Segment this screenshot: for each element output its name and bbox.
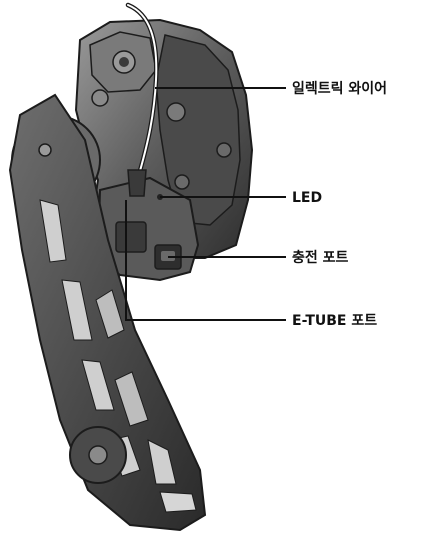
wire-connector (128, 170, 146, 196)
label-led: LED (292, 190, 322, 206)
mount-bolt-5 (217, 143, 231, 157)
mount-bolt-2 (92, 90, 108, 106)
mount-bolt-4 (175, 175, 189, 189)
callout-labels: 일렉트릭 와이어 LED 충전 포트 E-TUBE 포트 (292, 80, 387, 329)
mount-bolt-1-inner (119, 57, 129, 67)
rear-derailleur-illustration (10, 5, 252, 530)
label-e-tube-port: E-TUBE 포트 (292, 313, 377, 329)
e-tube-port (116, 222, 146, 252)
label-electric-wire: 일렉트릭 와이어 (292, 80, 387, 97)
tension-pulley-hub (89, 446, 107, 464)
mount-bolt-3 (167, 103, 185, 121)
label-charge-port: 충전 포트 (292, 249, 349, 266)
cage-pivot-bolt (39, 144, 51, 156)
cage-cutout (160, 492, 196, 512)
